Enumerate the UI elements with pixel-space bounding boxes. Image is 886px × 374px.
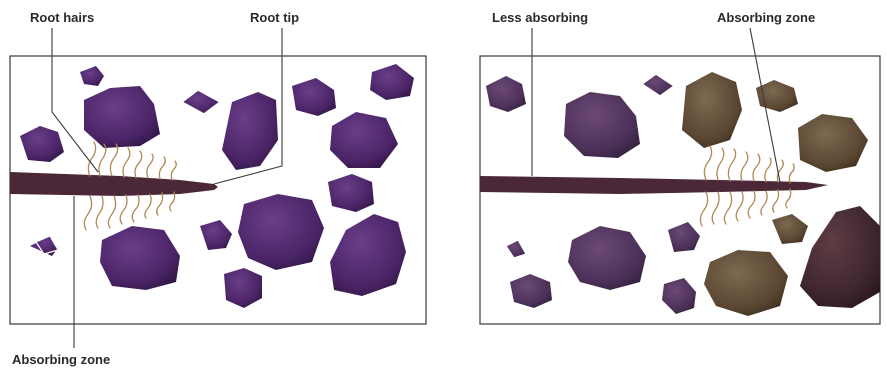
soil-particle [704, 250, 788, 316]
right-panel [480, 28, 880, 324]
left-panel [10, 28, 426, 348]
soil-particle [238, 194, 324, 270]
